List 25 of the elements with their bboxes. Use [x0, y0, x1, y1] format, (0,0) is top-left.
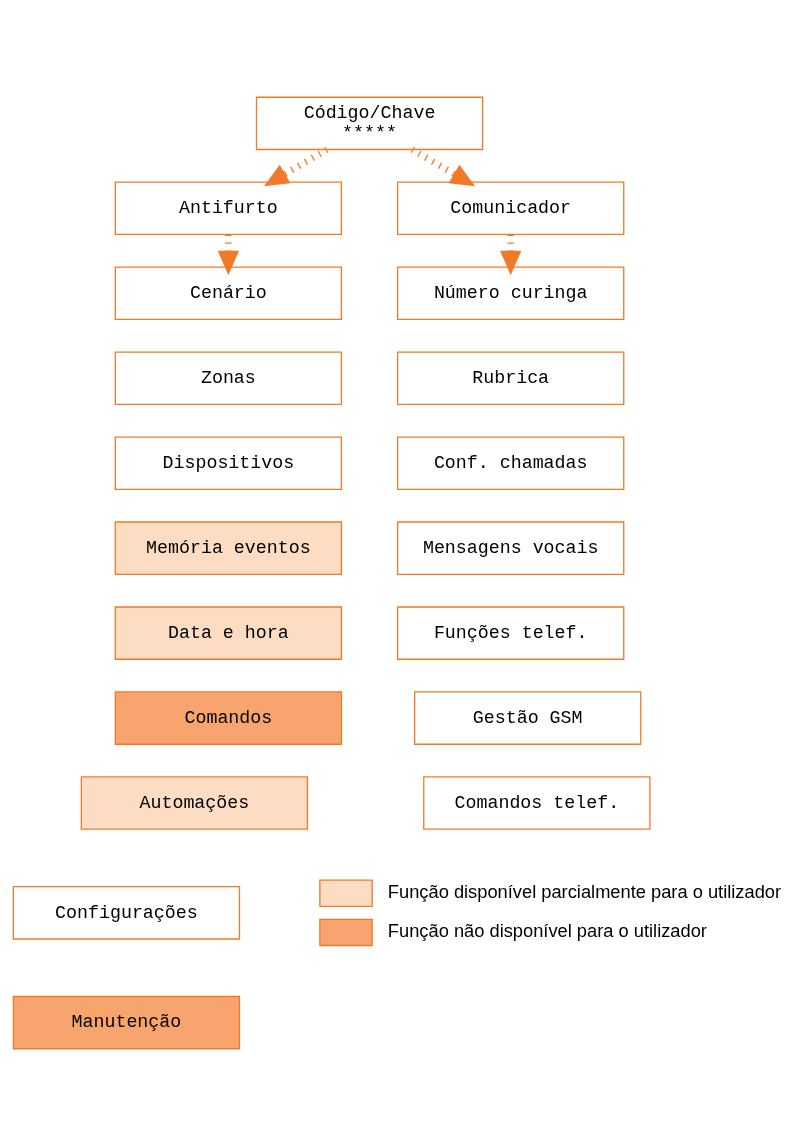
node-box: Gestão GSM — [413, 690, 642, 745]
node-box: Rubrica — [397, 350, 625, 405]
legend-label: Função não disponível para o utilizador — [387, 919, 707, 941]
arrow — [217, 234, 240, 275]
node-box: Funções telef. — [397, 605, 625, 660]
node-box: Zonas — [114, 350, 343, 405]
node-box: Comunicador — [397, 181, 625, 235]
arrow — [500, 234, 522, 275]
node-box: Configurações — [12, 885, 241, 940]
node-box: Cenário — [114, 266, 343, 320]
node-box: Código/Chave ***** — [255, 96, 484, 150]
node-box: Comandos telef. — [423, 775, 651, 830]
arrow — [410, 146, 476, 186]
node-box: Memória eventos — [114, 520, 343, 575]
node-box: Dispositivos — [114, 435, 343, 490]
node-box: Data e hora — [114, 605, 343, 660]
node-box: Automações — [80, 775, 309, 830]
node-box: Manutenção — [12, 995, 241, 1049]
node-box: Conf. chamadas — [397, 435, 625, 490]
node-box: Antifurto — [114, 181, 343, 235]
node-box: Comandos — [114, 690, 343, 745]
node-box: Número curinga — [397, 266, 625, 320]
arrow — [263, 146, 329, 186]
node-box: Mensagens vocais — [397, 520, 625, 575]
legend-label: Função disponível parcialmente para o utilizador — [387, 880, 782, 902]
